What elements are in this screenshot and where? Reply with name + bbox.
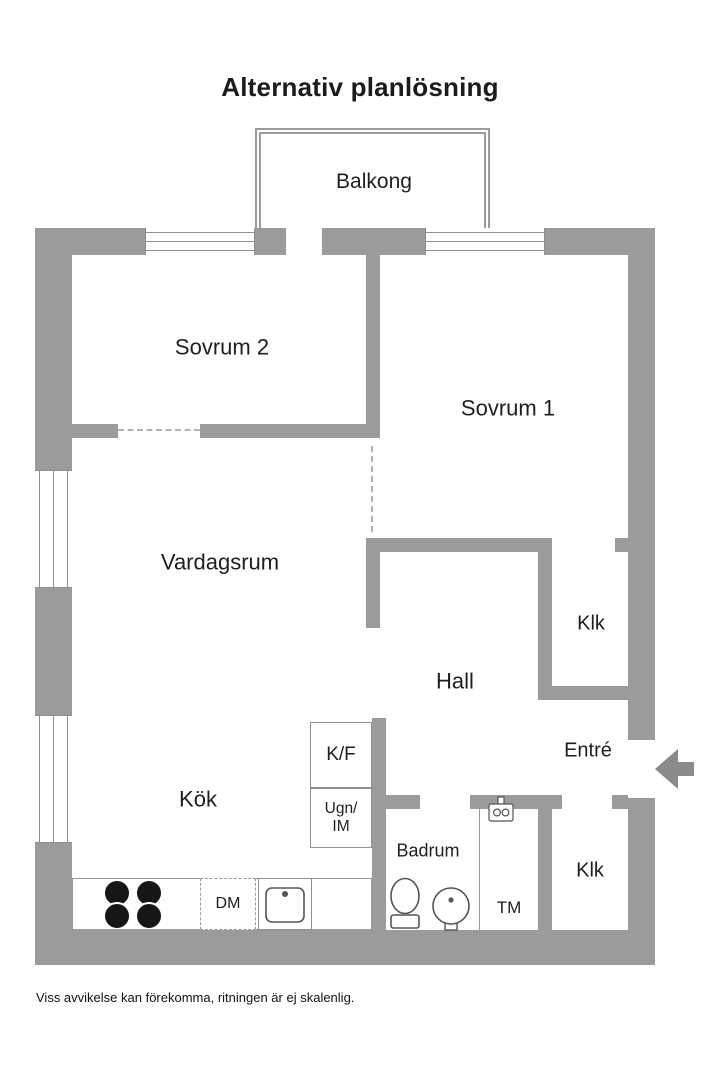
room-label-klk-lower: Klk (576, 859, 604, 882)
room-label-sovrum1: Sovrum 1 (460, 395, 556, 421)
washbasin-icon (430, 886, 472, 932)
balcony-outline (255, 128, 490, 228)
room-label-tm: TM (496, 898, 522, 918)
wall-outer-top (35, 228, 655, 255)
dishwasher-box: DM (200, 878, 256, 930)
cabinet-fridge-freezer: K/F (310, 722, 372, 788)
wall-klk-lower-north-b (612, 795, 628, 809)
entrance-arrow-icon (655, 749, 697, 789)
room-label-klk-upper: Klk (577, 612, 605, 635)
wall-sovrum-divider (366, 255, 380, 438)
disclaimer-text: Viss avvikelse kan förekomma, ritningen … (36, 990, 355, 1005)
kitchen-sink-icon (258, 878, 312, 930)
wall-kitchen-east (372, 718, 386, 930)
room-label-entre: Entré (564, 739, 612, 762)
opening-dash-sovrum1 (371, 446, 373, 532)
window-top-sovrum1 (425, 228, 545, 255)
window-left-vardagsrum (35, 470, 72, 588)
wall-sovrum1-south-stub (615, 538, 628, 552)
wall-outer-bottom (35, 930, 655, 965)
wall-klk-upper-west (538, 552, 552, 700)
cabinet-ugn-label-line2: IM (332, 818, 350, 835)
wall-sovrum2-south-b (200, 424, 380, 438)
door-gap-balcony (286, 228, 322, 255)
cabinet-kf-label: K/F (326, 744, 356, 765)
room-label-sovrum2: Sovrum 2 (174, 334, 270, 360)
wall-hall-west-stub (366, 538, 380, 628)
window-top-sovrum2 (145, 228, 255, 255)
wall-klk-upper-south (538, 686, 628, 700)
dishwasher-label: DM (215, 895, 241, 912)
opening-dash-sovrum2 (118, 429, 200, 431)
wall-sovrum2-south-a (72, 424, 118, 438)
divider-badrum-tm (479, 809, 480, 930)
wall-badrum-north-a (386, 795, 420, 809)
floorplan-title: Alternativ planlösning (221, 72, 499, 102)
wall-sovrum1-south (366, 538, 552, 552)
laundry-valve-icon (486, 796, 516, 826)
wall-outer-right (628, 228, 655, 965)
stove-icon (96, 879, 172, 929)
wall-klk-lower-north-a (552, 795, 562, 809)
room-label-hall: Hall (436, 668, 474, 694)
cabinet-oven-microwave: Ugn/ IM (310, 788, 372, 848)
room-label-vardagsrum: Vardagsrum (160, 549, 280, 575)
toilet-icon (387, 877, 423, 931)
room-label-badrum: Badrum (396, 840, 460, 861)
window-left-kok (35, 715, 72, 843)
wall-klk-lower-west (538, 795, 552, 930)
door-gap-entrance (628, 740, 655, 798)
cabinet-ugn-label-line1: Ugn/ (324, 800, 358, 817)
room-label-kok: Kök (179, 786, 217, 812)
room-label-balkong: Balkong (336, 169, 412, 193)
wall-outer-left (35, 228, 72, 965)
